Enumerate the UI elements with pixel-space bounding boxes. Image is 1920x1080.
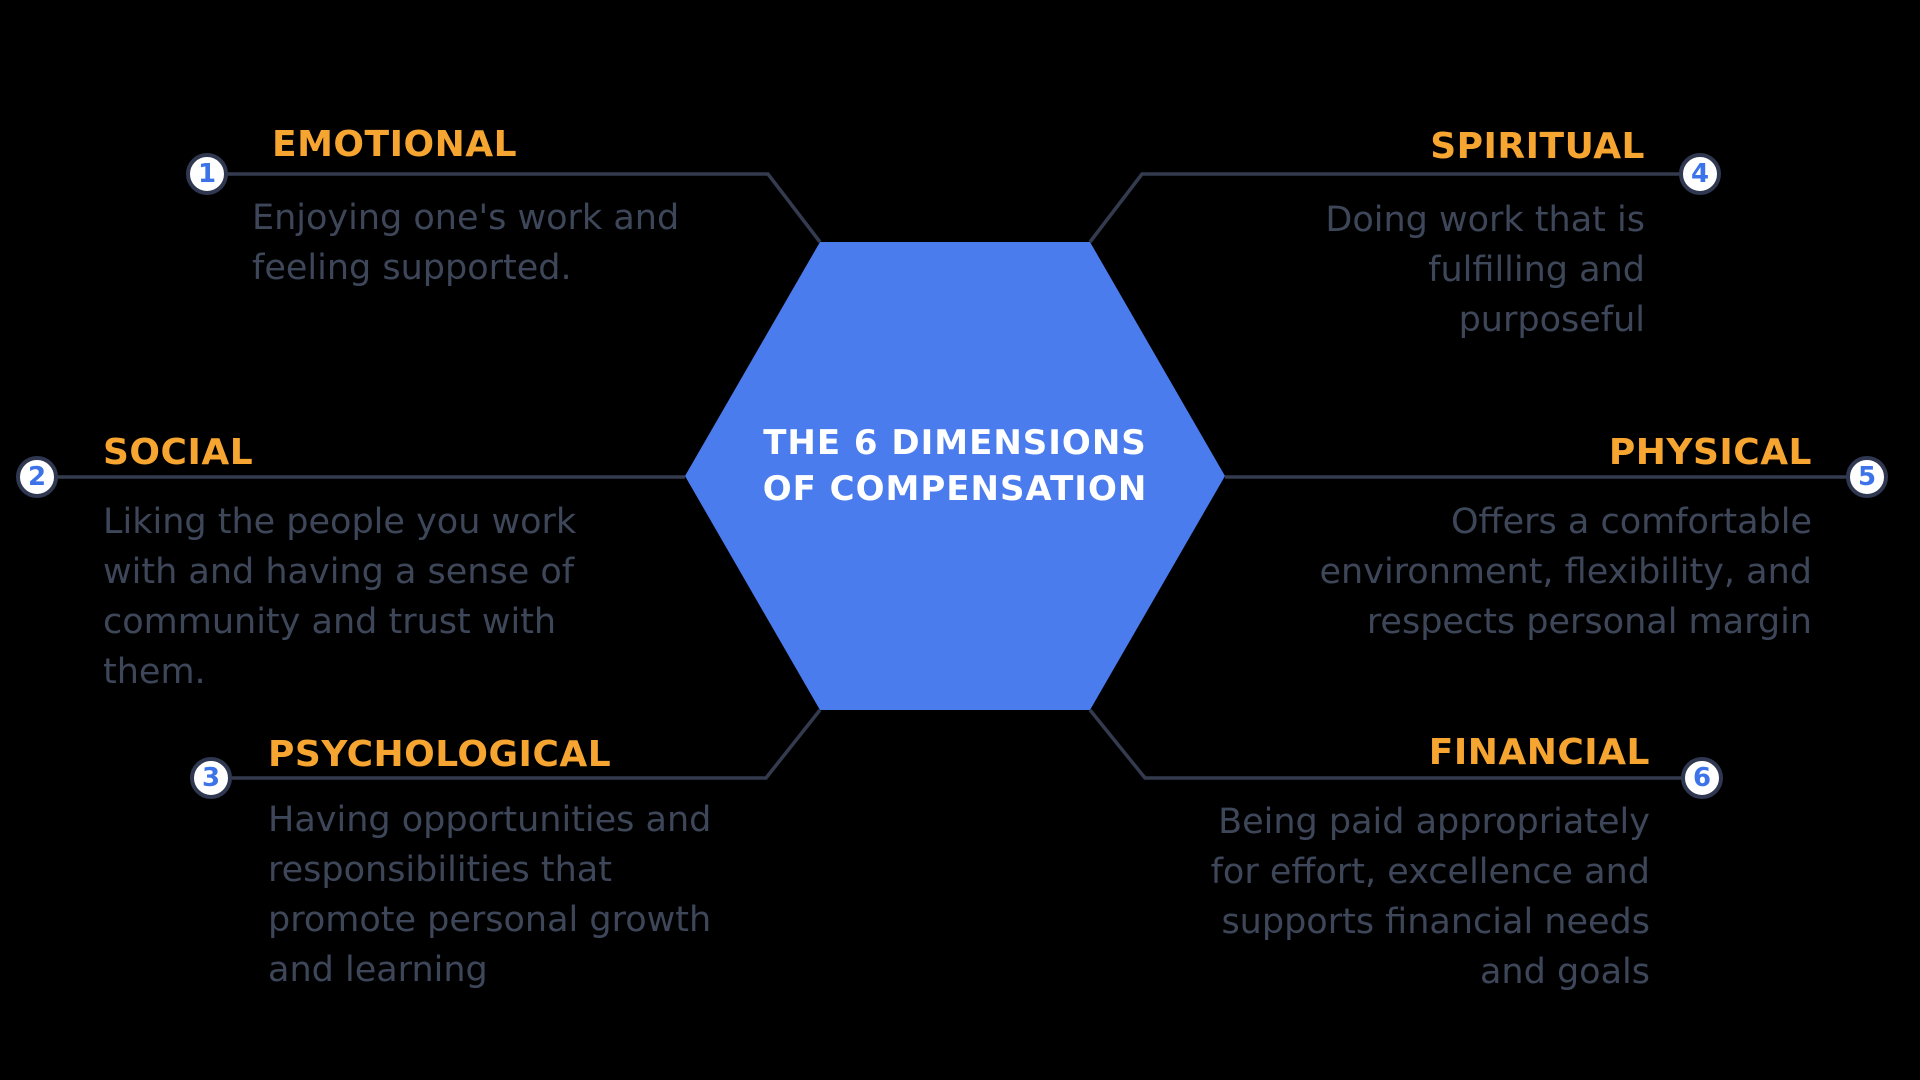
number-badge-1: 1 (186, 153, 228, 195)
section-description-emotional: Enjoying one's work and feeling supporte… (252, 193, 679, 293)
number-badge-4: 4 (1679, 153, 1721, 195)
description-line: fulfilling and (1428, 250, 1645, 290)
section-label-physical: PHYSICAL (1608, 432, 1812, 473)
description-line: Enjoying one's work and (252, 198, 680, 238)
center-hexagon (685, 242, 1225, 710)
section-label-social: SOCIAL (103, 432, 254, 473)
description-line: Offers a comfortable (1450, 502, 1812, 542)
description-line: environment, flexibility, and (1319, 552, 1812, 592)
description-line: responsibilities that (268, 850, 612, 890)
description-line: promote personal growth (268, 900, 712, 940)
number-badge-5: 5 (1846, 456, 1888, 498)
badge-number: 1 (197, 159, 217, 189)
description-line: supports financial needs (1221, 902, 1650, 942)
badge-number: 4 (1690, 159, 1710, 189)
badge-number: 2 (27, 462, 47, 492)
center-title: THE 6 DIMENSIONS OF COMPENSATION (705, 420, 1205, 512)
section-description-financial: Being paid appropriately for effort, exc… (1211, 797, 1650, 997)
connector-psychological (211, 708, 822, 780)
description-line: and learning (268, 950, 488, 990)
badge-number: 3 (201, 763, 221, 793)
description-line: purposeful (1458, 300, 1645, 340)
center-title-line1: THE 6 DIMENSIONS (763, 423, 1147, 463)
description-line: with and having a sense of (103, 552, 575, 592)
section-description-social: Liking the people you work with and havi… (103, 497, 576, 697)
description-line: Doing work that is (1325, 200, 1645, 240)
center-title-line2: OF COMPENSATION (762, 469, 1148, 509)
description-line: and goals (1479, 952, 1650, 992)
description-line: Liking the people you work (103, 502, 577, 542)
description-line: Being paid appropriately (1218, 802, 1650, 842)
section-label-spiritual: SPIRITUAL (1430, 126, 1645, 167)
section-description-spiritual: Doing work that is fulfilling and purpos… (1325, 195, 1645, 345)
section-description-physical: Offers a comfortable environment, flexib… (1320, 497, 1812, 647)
badge-number: 5 (1857, 462, 1877, 492)
description-line: Having opportunities and (268, 800, 712, 840)
connector-spiritual (1088, 172, 1700, 244)
section-label-emotional: EMOTIONAL (272, 124, 518, 165)
number-badge-6: 6 (1681, 757, 1723, 799)
description-line: them. (103, 652, 206, 692)
number-badge-2: 2 (16, 456, 58, 498)
badge-number: 6 (1692, 763, 1712, 793)
section-label-financial: FINANCIAL (1428, 732, 1650, 773)
connector-financial (1088, 708, 1702, 780)
description-line: community and trust with (103, 602, 557, 642)
section-description-psychological: Having opportunities and responsibilitie… (268, 795, 711, 995)
number-badge-3: 3 (190, 757, 232, 799)
description-line: respects personal margin (1366, 602, 1812, 642)
description-line: feeling supported. (252, 248, 572, 288)
section-label-psychological: PSYCHOLOGICAL (268, 734, 612, 775)
connector-emotional (207, 172, 822, 244)
description-line: for effort, excellence and (1210, 852, 1650, 892)
